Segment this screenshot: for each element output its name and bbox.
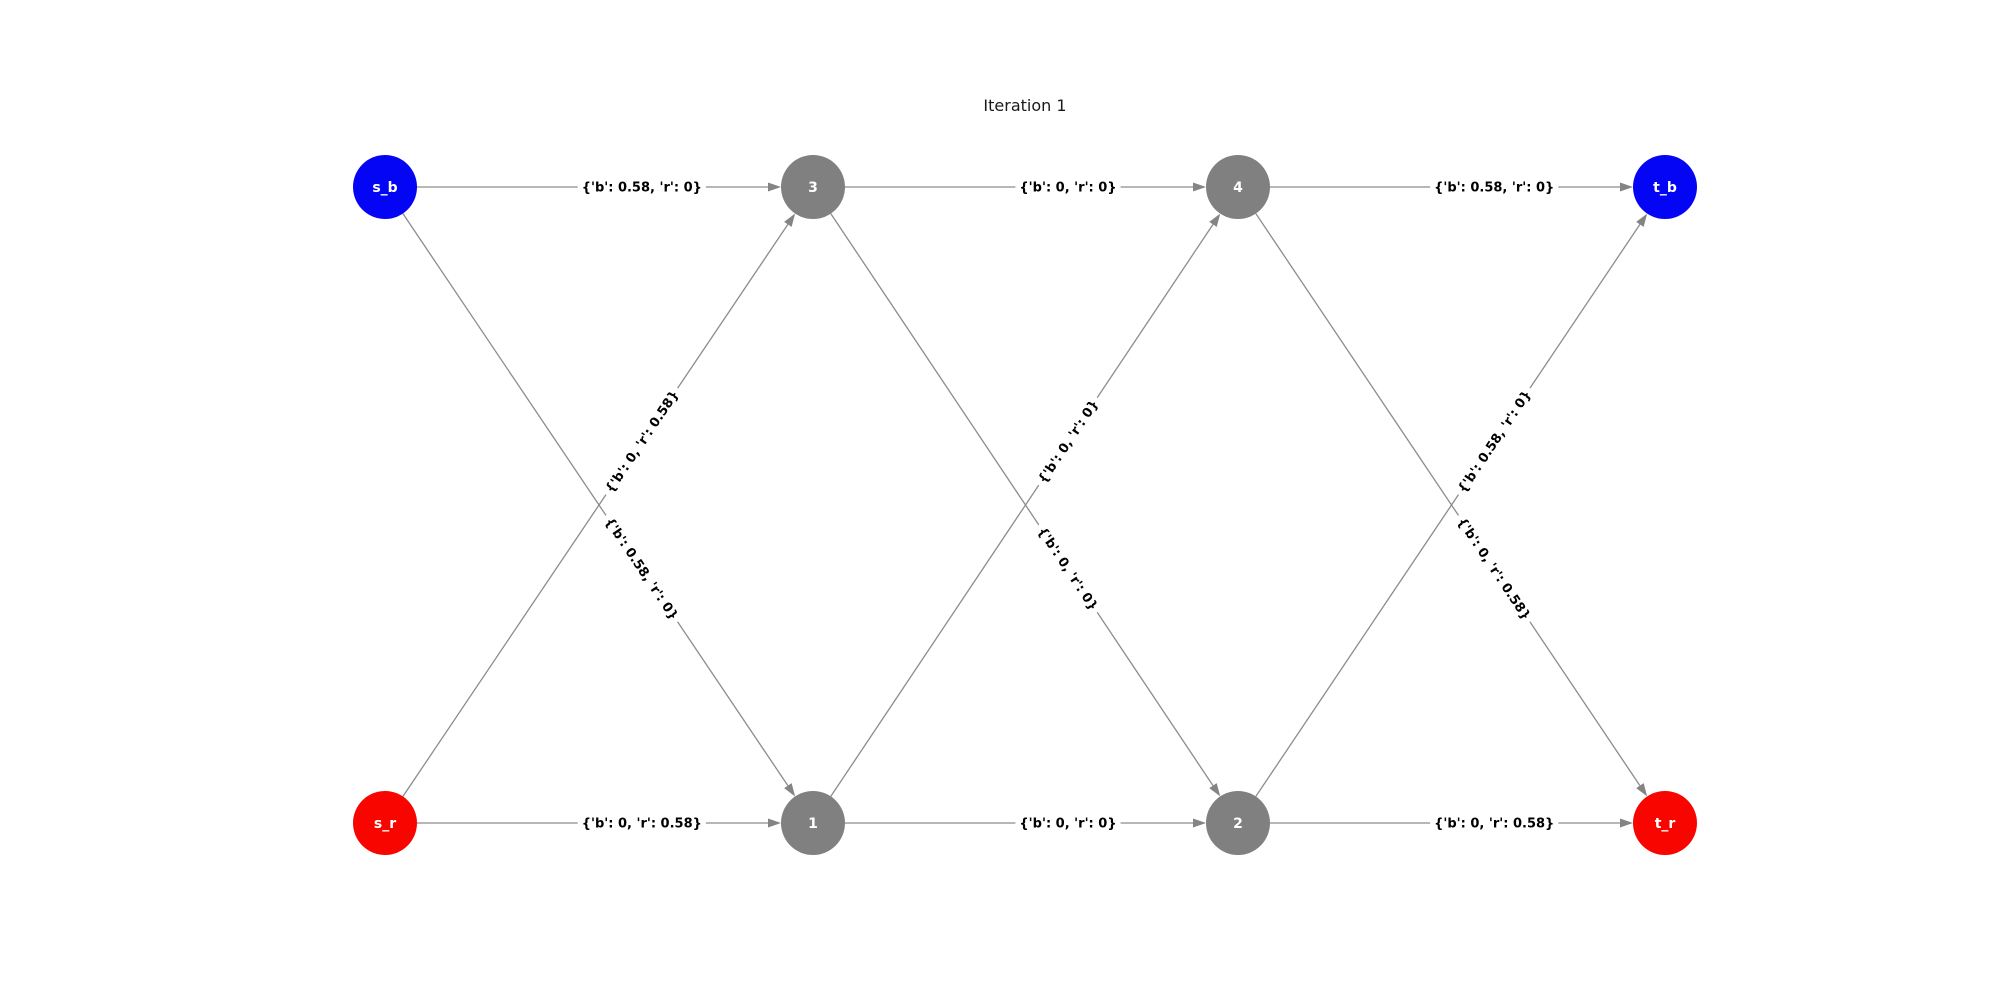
edge-label-text-3-2: {'b': 0, 'r': 0} <box>1034 525 1100 614</box>
edge-label-bg-1-2 <box>1015 814 1121 835</box>
edge-arrowhead-s_b-3 <box>768 182 781 192</box>
edge-arrowhead-1-4 <box>1209 213 1221 227</box>
edge-label-text-2-t_b: {'b': 0.58, 'r': 0} <box>1455 388 1534 496</box>
edge-label-4-t_r: {'b': 0, 'r': 0.58} <box>1450 511 1537 627</box>
node-t_b <box>1633 155 1697 219</box>
node-label-t_b: t_b <box>1653 180 1677 196</box>
node-2 <box>1206 791 1270 855</box>
edge-arrowhead-s_r-3 <box>784 213 796 227</box>
edge-arrowhead-s_b-1 <box>784 783 796 797</box>
edge-label-text-3-4: {'b': 0, 'r': 0} <box>1019 181 1116 196</box>
edge-label-1-4: {'b': 0, 'r': 0} <box>1032 393 1106 491</box>
edge-line-2-t_b <box>1255 223 1641 797</box>
edge-line-4-t_r <box>1255 213 1641 787</box>
node-label-s_r: s_r <box>374 816 396 832</box>
edge-label-text-1-4: {'b': 0, 'r': 0} <box>1036 397 1102 486</box>
edge-label-text-s_r-1: {'b': 0, 'r': 0.58} <box>582 817 702 832</box>
edge-label-bg-s_r-1 <box>577 814 706 835</box>
edge-label-4-t_b: {'b': 0.58, 'r': 0} <box>1430 178 1559 199</box>
edge-label-text-s_b-1: {'b': 0.58, 'r': 0} <box>601 515 681 623</box>
edge-labels-layer: {'b': 0.58, 'r': 0} {'b': 0, 'r': 0} {'b':… <box>577 178 1559 835</box>
node-t_r <box>1633 791 1697 855</box>
edge-label-bg-4-t_r <box>1450 511 1537 627</box>
edge-arrowhead-2-t_r <box>1620 818 1633 828</box>
edge-arrowhead-3-2 <box>1209 783 1221 797</box>
edge-label-bg-3-2 <box>1030 521 1104 618</box>
edge-label-bg-s_b-3 <box>577 178 706 199</box>
edge-label-bg-4-t_b <box>1430 178 1559 199</box>
edges-layer <box>402 182 1648 828</box>
edge-line-3-2 <box>830 213 1214 786</box>
edge-arrowhead-1-2 <box>1193 818 1206 828</box>
node-label-2: 2 <box>1233 816 1243 832</box>
node-label-4: 4 <box>1233 180 1243 196</box>
edge-label-text-1-2: {'b': 0, 'r': 0} <box>1019 817 1116 832</box>
edge-label-s_r-3: {'b': 0, 'r': 0.58} <box>599 384 686 500</box>
edge-label-1-2: {'b': 0, 'r': 0} <box>1015 814 1121 835</box>
edge-label-bg-2-t_b <box>1452 384 1538 500</box>
node-4 <box>1206 155 1270 219</box>
edge-arrowhead-s_r-1 <box>768 818 781 828</box>
edge-label-bg-1-4 <box>1032 393 1106 491</box>
edge-label-bg-s_b-1 <box>598 511 684 627</box>
edge-label-3-4: {'b': 0, 'r': 0} <box>1015 178 1121 199</box>
edge-arrowhead-3-4 <box>1193 182 1206 192</box>
node-1 <box>781 791 845 855</box>
edge-arrowhead-4-t_r <box>1636 783 1648 797</box>
edge-label-bg-s_r-3 <box>599 384 686 500</box>
edge-label-text-4-t_r: {'b': 0, 'r': 0.58} <box>1454 515 1533 623</box>
edge-label-s_r-1: {'b': 0, 'r': 0.58} <box>577 814 706 835</box>
node-label-s_b: s_b <box>372 180 397 196</box>
edge-label-bg-3-4 <box>1015 178 1121 199</box>
edge-label-text-s_r-3: {'b': 0, 'r': 0.58} <box>603 388 683 496</box>
edge-label-3-2: {'b': 0, 'r': 0} <box>1030 521 1104 618</box>
edge-line-s_r-3 <box>402 223 789 797</box>
edge-label-2-t_r: {'b': 0, 'r': 0.58} <box>1430 814 1559 835</box>
edge-label-s_b-3: {'b': 0.58, 'r': 0} <box>577 178 706 199</box>
figure-title: Iteration 1 <box>983 96 1067 115</box>
edge-line-1-4 <box>830 224 1214 797</box>
node-s_b <box>353 155 417 219</box>
edge-arrowhead-2-t_b <box>1636 213 1648 227</box>
edge-label-text-s_b-3: {'b': 0.58, 'r': 0} <box>582 181 702 196</box>
edge-label-bg-2-t_r <box>1430 814 1559 835</box>
node-s_r <box>353 791 417 855</box>
node-label-t_r: t_r <box>1655 816 1676 832</box>
node-3 <box>781 155 845 219</box>
edge-line-s_b-1 <box>402 213 789 787</box>
node-label-3: 3 <box>808 180 818 196</box>
edge-label-text-4-t_b: {'b': 0.58, 'r': 0} <box>1434 181 1554 196</box>
edge-arrowhead-4-t_b <box>1620 182 1633 192</box>
edge-label-s_b-1: {'b': 0.58, 'r': 0} <box>598 511 684 627</box>
node-label-1: 1 <box>808 816 818 832</box>
nodes-layer: s_b s_r 3 1 4 2 t_b t_r <box>353 155 1697 855</box>
edge-label-text-2-t_r: {'b': 0, 'r': 0.58} <box>1434 817 1554 832</box>
edge-label-2-t_b: {'b': 0.58, 'r': 0} <box>1452 384 1538 500</box>
